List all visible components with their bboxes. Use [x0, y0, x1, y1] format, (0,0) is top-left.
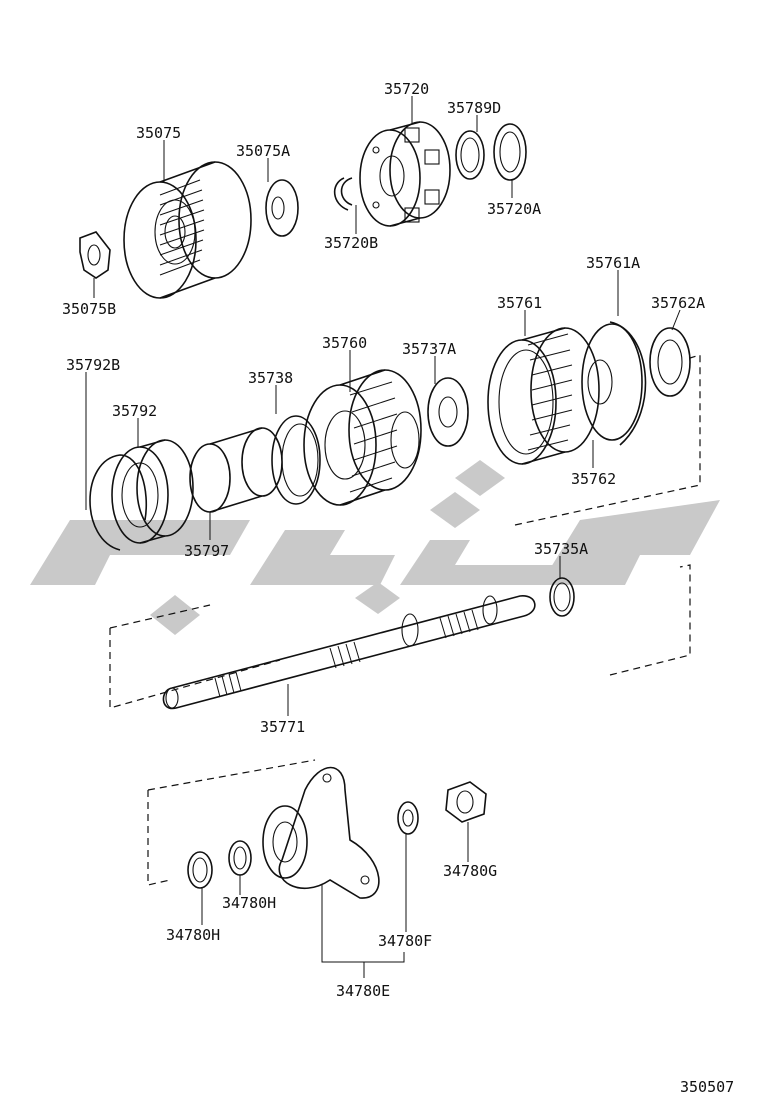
label-34780G[interactable]: 34780G — [443, 862, 497, 880]
part-35720B-snap-ring[interactable] — [333, 177, 353, 211]
label-35735A[interactable]: 35735A — [534, 540, 588, 558]
label-35075[interactable]: 35075 — [136, 124, 181, 142]
label-35762A[interactable]: 35762A — [651, 294, 705, 312]
part-35738-ring[interactable] — [271, 415, 321, 505]
label-35720B[interactable]: 35720B — [324, 234, 378, 252]
label-35797[interactable]: 35797 — [184, 542, 229, 560]
label-35720[interactable]: 35720 — [384, 80, 429, 98]
part-35075-drum[interactable] — [123, 161, 252, 299]
label-35760[interactable]: 35760 — [322, 334, 367, 352]
watermark-logo — [30, 460, 720, 635]
label-35738[interactable]: 35738 — [248, 369, 293, 387]
part-35762-hub[interactable] — [581, 323, 643, 441]
part-35720A-bearing[interactable] — [493, 123, 527, 181]
leader-lines — [85, 96, 681, 978]
label-35789D[interactable]: 35789D — [447, 99, 501, 117]
part-35737A-thrust-washer[interactable] — [427, 377, 469, 447]
label-35792B[interactable]: 35792B — [66, 356, 120, 374]
label-35761[interactable]: 35761 — [497, 294, 542, 312]
part-35762A-bearing[interactable] — [649, 327, 691, 397]
part-34780HH-washer[interactable] — [187, 851, 213, 889]
label-35762[interactable]: 35762 — [571, 470, 616, 488]
label-35737A[interactable]: 35737A — [402, 340, 456, 358]
part-34780F-washer[interactable] — [397, 801, 419, 835]
label-35075B[interactable]: 35075B — [62, 300, 116, 318]
part-34780G-nut[interactable] — [445, 781, 487, 823]
label-35761A[interactable]: 35761A — [586, 254, 640, 272]
part-35075A-washer[interactable] — [265, 179, 299, 237]
part-35735A-ring[interactable] — [549, 577, 575, 617]
part-35075B-retainer[interactable] — [79, 231, 111, 279]
part-35720-carrier[interactable] — [359, 121, 451, 227]
part-34780H-washer[interactable] — [228, 840, 252, 876]
part-34780E-flange[interactable] — [262, 766, 380, 899]
group-outlines — [109, 354, 701, 886]
label-35075A[interactable]: 35075A — [236, 142, 290, 160]
part-labels: 35075 35075A 35075B 35720 35789D 35720A … — [62, 80, 734, 1096]
part-35789D-washer[interactable] — [455, 130, 485, 180]
diagram-code: 350507 — [680, 1078, 734, 1096]
label-34780H[interactable]: 34780H — [222, 894, 276, 912]
part-35771-shaft[interactable] — [162, 595, 536, 710]
label-34780HH[interactable]: 34780H — [166, 926, 220, 944]
label-35771[interactable]: 35771 — [260, 718, 305, 736]
part-35761-ring-gear[interactable] — [487, 327, 600, 465]
part-35761A-snap-ring[interactable] — [609, 321, 647, 446]
label-34780F[interactable]: 34780F — [378, 932, 432, 950]
part-35760-gear[interactable] — [303, 369, 422, 506]
label-35720A[interactable]: 35720A — [487, 200, 541, 218]
part-35792-bearing[interactable] — [111, 439, 194, 544]
label-34780E[interactable]: 34780E — [336, 982, 390, 1000]
part-35792B-snap-ring[interactable] — [89, 454, 148, 551]
part-35797-sleeve[interactable] — [189, 427, 283, 513]
label-35792[interactable]: 35792 — [112, 402, 157, 420]
